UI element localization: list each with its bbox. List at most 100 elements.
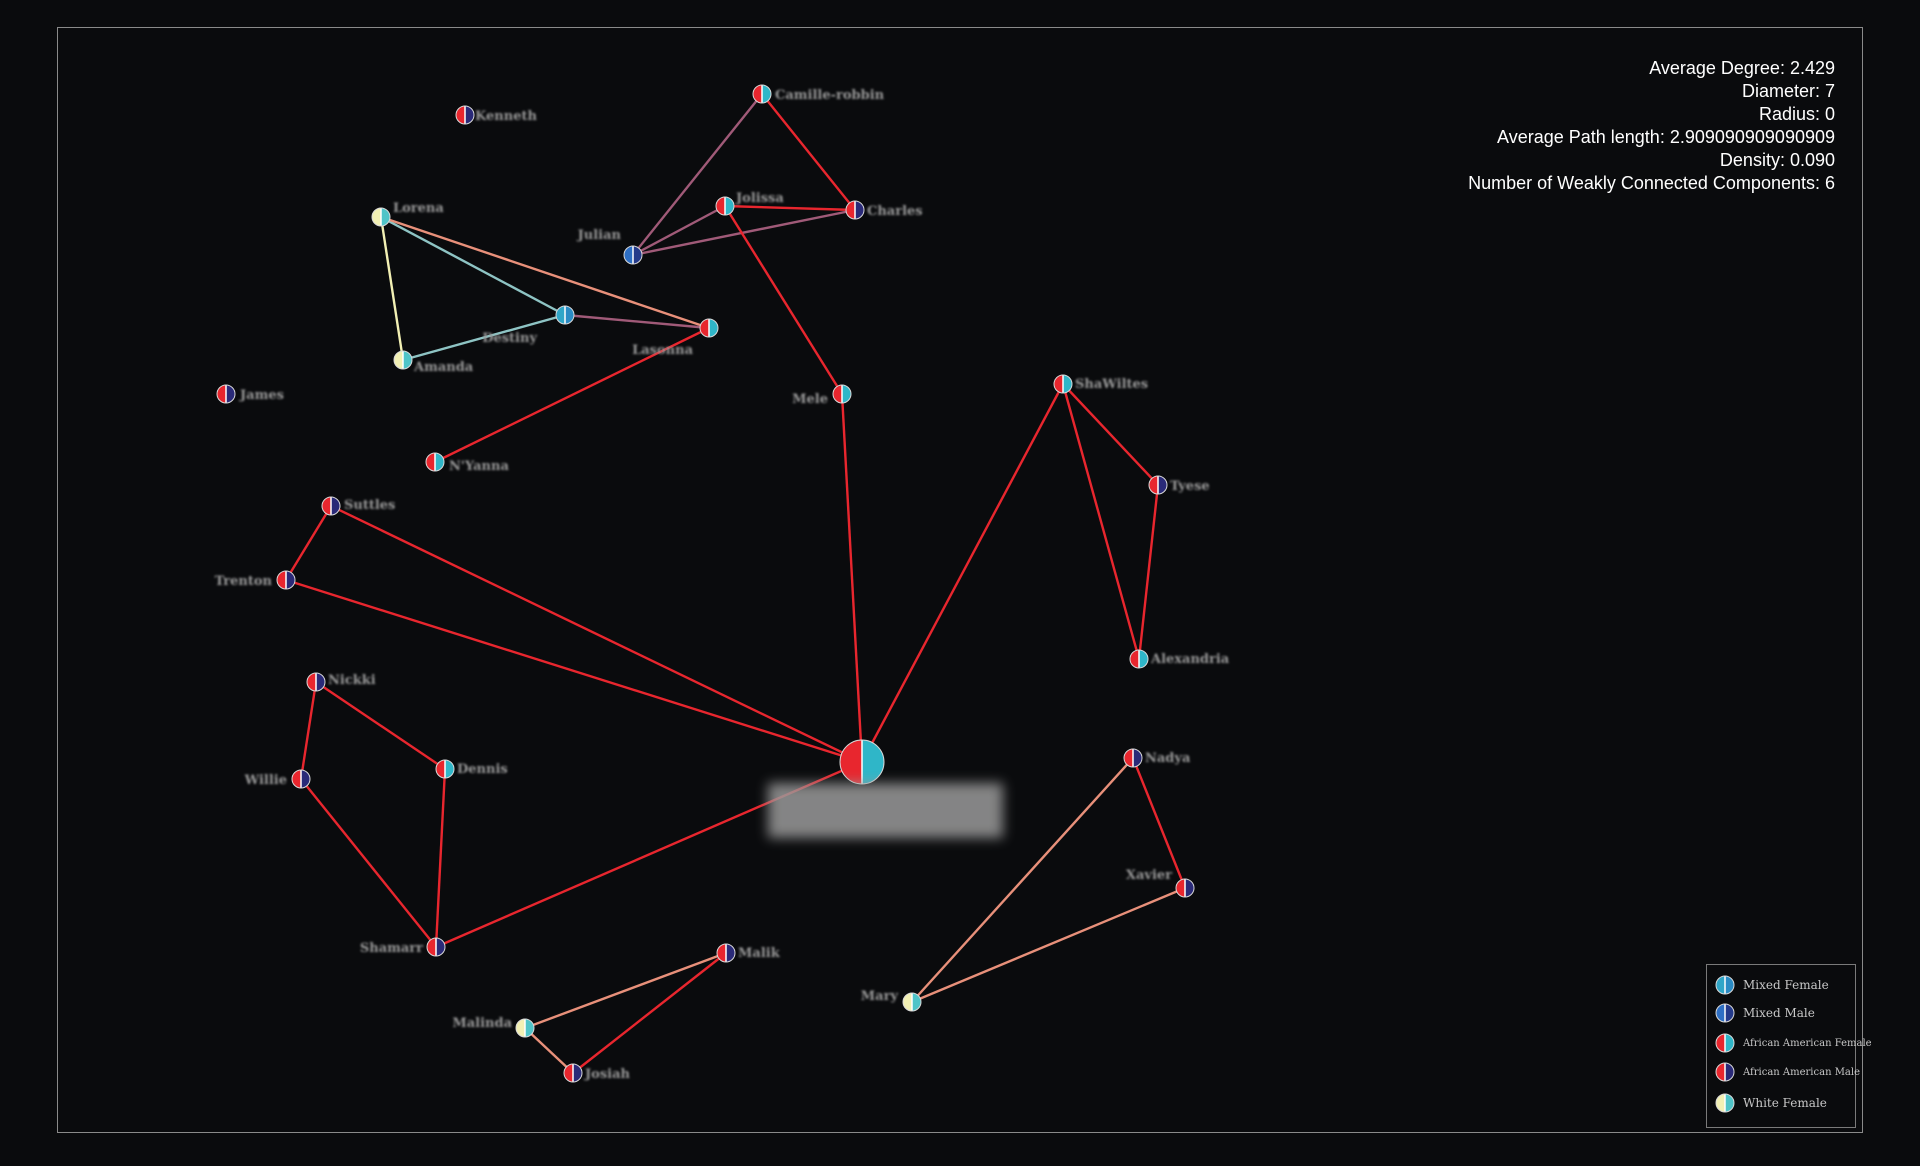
node-mele[interactable]: Mele xyxy=(792,384,852,407)
node-label: Jolissa xyxy=(735,191,784,206)
edge-lorena-destiny xyxy=(380,215,566,317)
node-shamarr[interactable]: Shamarr xyxy=(360,937,446,957)
node-nadya[interactable]: Nadya xyxy=(1123,748,1191,768)
edge-trenton-center xyxy=(285,578,863,764)
node-lasonna[interactable]: Lasonna xyxy=(632,318,719,358)
node-camille[interactable]: Camille-robbin xyxy=(752,84,885,104)
node-nickki[interactable]: Nickki xyxy=(306,672,376,692)
node-tyese[interactable]: Tyese xyxy=(1148,475,1210,495)
edge-malik-josiah xyxy=(572,952,727,1074)
edge-nadya-mary xyxy=(911,757,1134,1003)
node-label: Tyese xyxy=(1170,479,1210,494)
node-jolissa[interactable]: Jolissa xyxy=(715,191,784,216)
node-label: Dennis xyxy=(457,762,508,777)
edge-nickki-dennis xyxy=(315,681,446,770)
node-label: Suttles xyxy=(344,498,395,513)
edge-nadya-xavier xyxy=(1131,757,1187,889)
node-label: Trenton xyxy=(215,574,273,589)
legend-label: Mixed Female xyxy=(1743,978,1829,992)
node-label: Shamarr xyxy=(360,941,423,956)
node-xavier[interactable]: Xavier xyxy=(1126,868,1195,898)
node-label: Malinda xyxy=(452,1016,512,1031)
graph-statistics: Average Degree: 2.429 Diameter: 7 Radius… xyxy=(1468,57,1835,195)
stat-density: Density: 0.090 xyxy=(1719,150,1835,170)
node-label: Malik xyxy=(738,946,781,961)
legend-label: White Female xyxy=(1743,1096,1827,1110)
node-label: Camille-robbin xyxy=(775,88,885,103)
node-mary[interactable]: Mary xyxy=(861,989,922,1012)
node-charles[interactable]: Charles xyxy=(845,200,923,220)
legend-label: African American Male xyxy=(1743,1066,1861,1078)
node-dennis[interactable]: Dennis xyxy=(435,759,508,779)
legend-swatch-icon xyxy=(1715,1003,1735,1023)
node-label: Lorena xyxy=(393,201,444,216)
node-destiny[interactable]: Destiny xyxy=(482,305,575,346)
edge-mele-center xyxy=(840,393,864,763)
edge-tyese-alexandria xyxy=(1137,484,1160,660)
node-suttles[interactable]: Suttles xyxy=(321,496,395,516)
stat-average-path-length: Average Path length: 2.909090909090909 xyxy=(1497,127,1835,147)
edge-nickki-willie xyxy=(299,681,318,780)
edge-shawiltes-alexandria xyxy=(1061,383,1141,660)
stat-radius: Radius: 0 xyxy=(1758,104,1835,124)
node-label: Alexandria xyxy=(1150,652,1230,667)
node-trenton[interactable]: Trenton xyxy=(215,570,296,590)
edge-destiny-lasonna xyxy=(564,313,710,330)
node-malinda[interactable]: Malinda xyxy=(452,1016,535,1038)
edge-shawiltes-center xyxy=(860,383,1065,763)
node-label: Amanda xyxy=(413,360,474,375)
edge-shawiltes-tyese xyxy=(1062,383,1159,486)
legend-item: African American Male xyxy=(1715,1062,1860,1082)
edge-dennis-shamarr xyxy=(434,768,447,948)
edge-suttles-center xyxy=(330,504,863,764)
node-james[interactable]: James xyxy=(216,384,284,404)
node-label: Destiny xyxy=(482,331,537,346)
node-center[interactable] xyxy=(839,739,885,785)
node-label: N'Yanna xyxy=(449,459,509,474)
node-alexandria[interactable]: Alexandria xyxy=(1129,649,1230,669)
legend-swatch-icon xyxy=(1715,1093,1735,1113)
node-label: Mary xyxy=(861,989,899,1004)
node-malik[interactable]: Malik xyxy=(716,943,781,963)
node-shawiltes[interactable]: ShaWiltes xyxy=(1053,374,1148,394)
edge-malik-malinda xyxy=(524,951,727,1030)
node-lorena[interactable]: Lorena xyxy=(371,201,444,227)
node-label: Julian xyxy=(577,228,622,243)
node-willie[interactable]: Willie xyxy=(244,769,311,789)
edge-lasonna-niyanna xyxy=(434,326,710,464)
node-label: Lasonna xyxy=(632,343,693,358)
node-label: Kenneth xyxy=(475,109,537,124)
edge-jolissa-charles xyxy=(724,204,856,212)
edge-willie-shamarr xyxy=(300,778,437,948)
node-kenneth[interactable]: Kenneth xyxy=(455,105,537,125)
legend-swatch-icon xyxy=(1715,975,1735,995)
legend-item: African American Female xyxy=(1715,1033,1872,1053)
edge-amanda-destiny xyxy=(402,313,566,362)
legend-label: African American Female xyxy=(1743,1037,1872,1049)
edge-julian-charles xyxy=(632,208,856,257)
graph-frame xyxy=(57,27,1863,1133)
legend-swatch-icon xyxy=(1715,1062,1735,1082)
legend-label: Mixed Male xyxy=(1743,1006,1815,1020)
edge-lorena-amanda xyxy=(379,216,405,361)
node-josiah[interactable]: Josiah xyxy=(563,1063,631,1083)
node-amanda[interactable]: Amanda xyxy=(393,350,474,375)
node-julian[interactable]: Julian xyxy=(577,228,643,265)
node-label: Willie xyxy=(244,773,287,788)
node-label: Nickki xyxy=(328,673,376,688)
node-label: James xyxy=(239,388,284,403)
edge-camille-charles xyxy=(761,93,856,211)
node-niyanna[interactable]: N'Yanna xyxy=(425,452,509,474)
node-label: Mele xyxy=(792,392,828,407)
node-label: Xavier xyxy=(1126,868,1172,883)
edge-jolissa-julian xyxy=(632,204,726,257)
node-label: Josiah xyxy=(584,1067,631,1082)
stat-diameter: Diameter: 7 xyxy=(1741,81,1835,101)
stat-average-degree: Average Degree: 2.429 xyxy=(1649,58,1835,78)
node-label: ShaWiltes xyxy=(1075,377,1148,392)
edge-lorena-lasonna xyxy=(380,215,710,330)
edge-camille-julian xyxy=(632,93,763,256)
edge-xavier-mary xyxy=(911,886,1186,1004)
